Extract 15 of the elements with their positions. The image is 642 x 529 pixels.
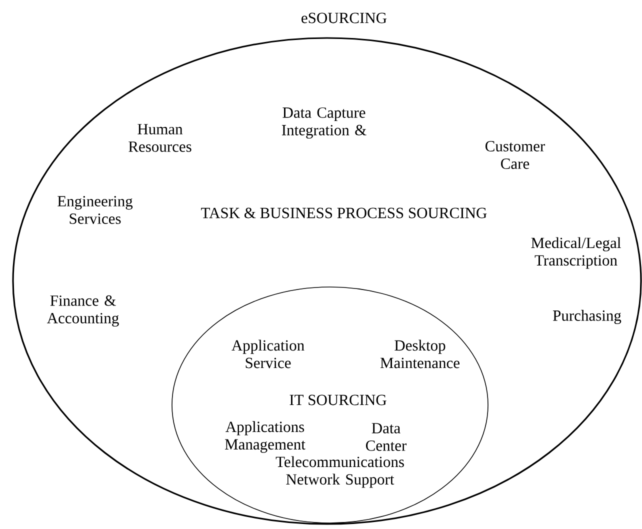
area-label: Data Center (366, 423, 407, 451)
area-label: IT SOURCING (290, 394, 386, 406)
area-label: Human Resources (128, 124, 192, 152)
area-label: TASK & BUSINESS PROCESS SOURCING (201, 208, 487, 218)
area-label: Applications Management (225, 421, 306, 453)
area-label: Desktop Maintenance (380, 340, 460, 368)
area-label: Telecommunications Network Support (276, 456, 404, 488)
area-label: Customer Care (486, 141, 545, 169)
page-title: eSOURCING (302, 12, 387, 24)
area-label: Finance & Accounting (47, 295, 119, 327)
area-label: Medical/Legal Transcription (531, 237, 621, 269)
area-label: Data Capture Integration & (282, 107, 366, 139)
area-label: Purchasing (553, 310, 622, 324)
area-label: Application Service (232, 340, 304, 368)
area-label: Engineering Services (58, 196, 133, 224)
